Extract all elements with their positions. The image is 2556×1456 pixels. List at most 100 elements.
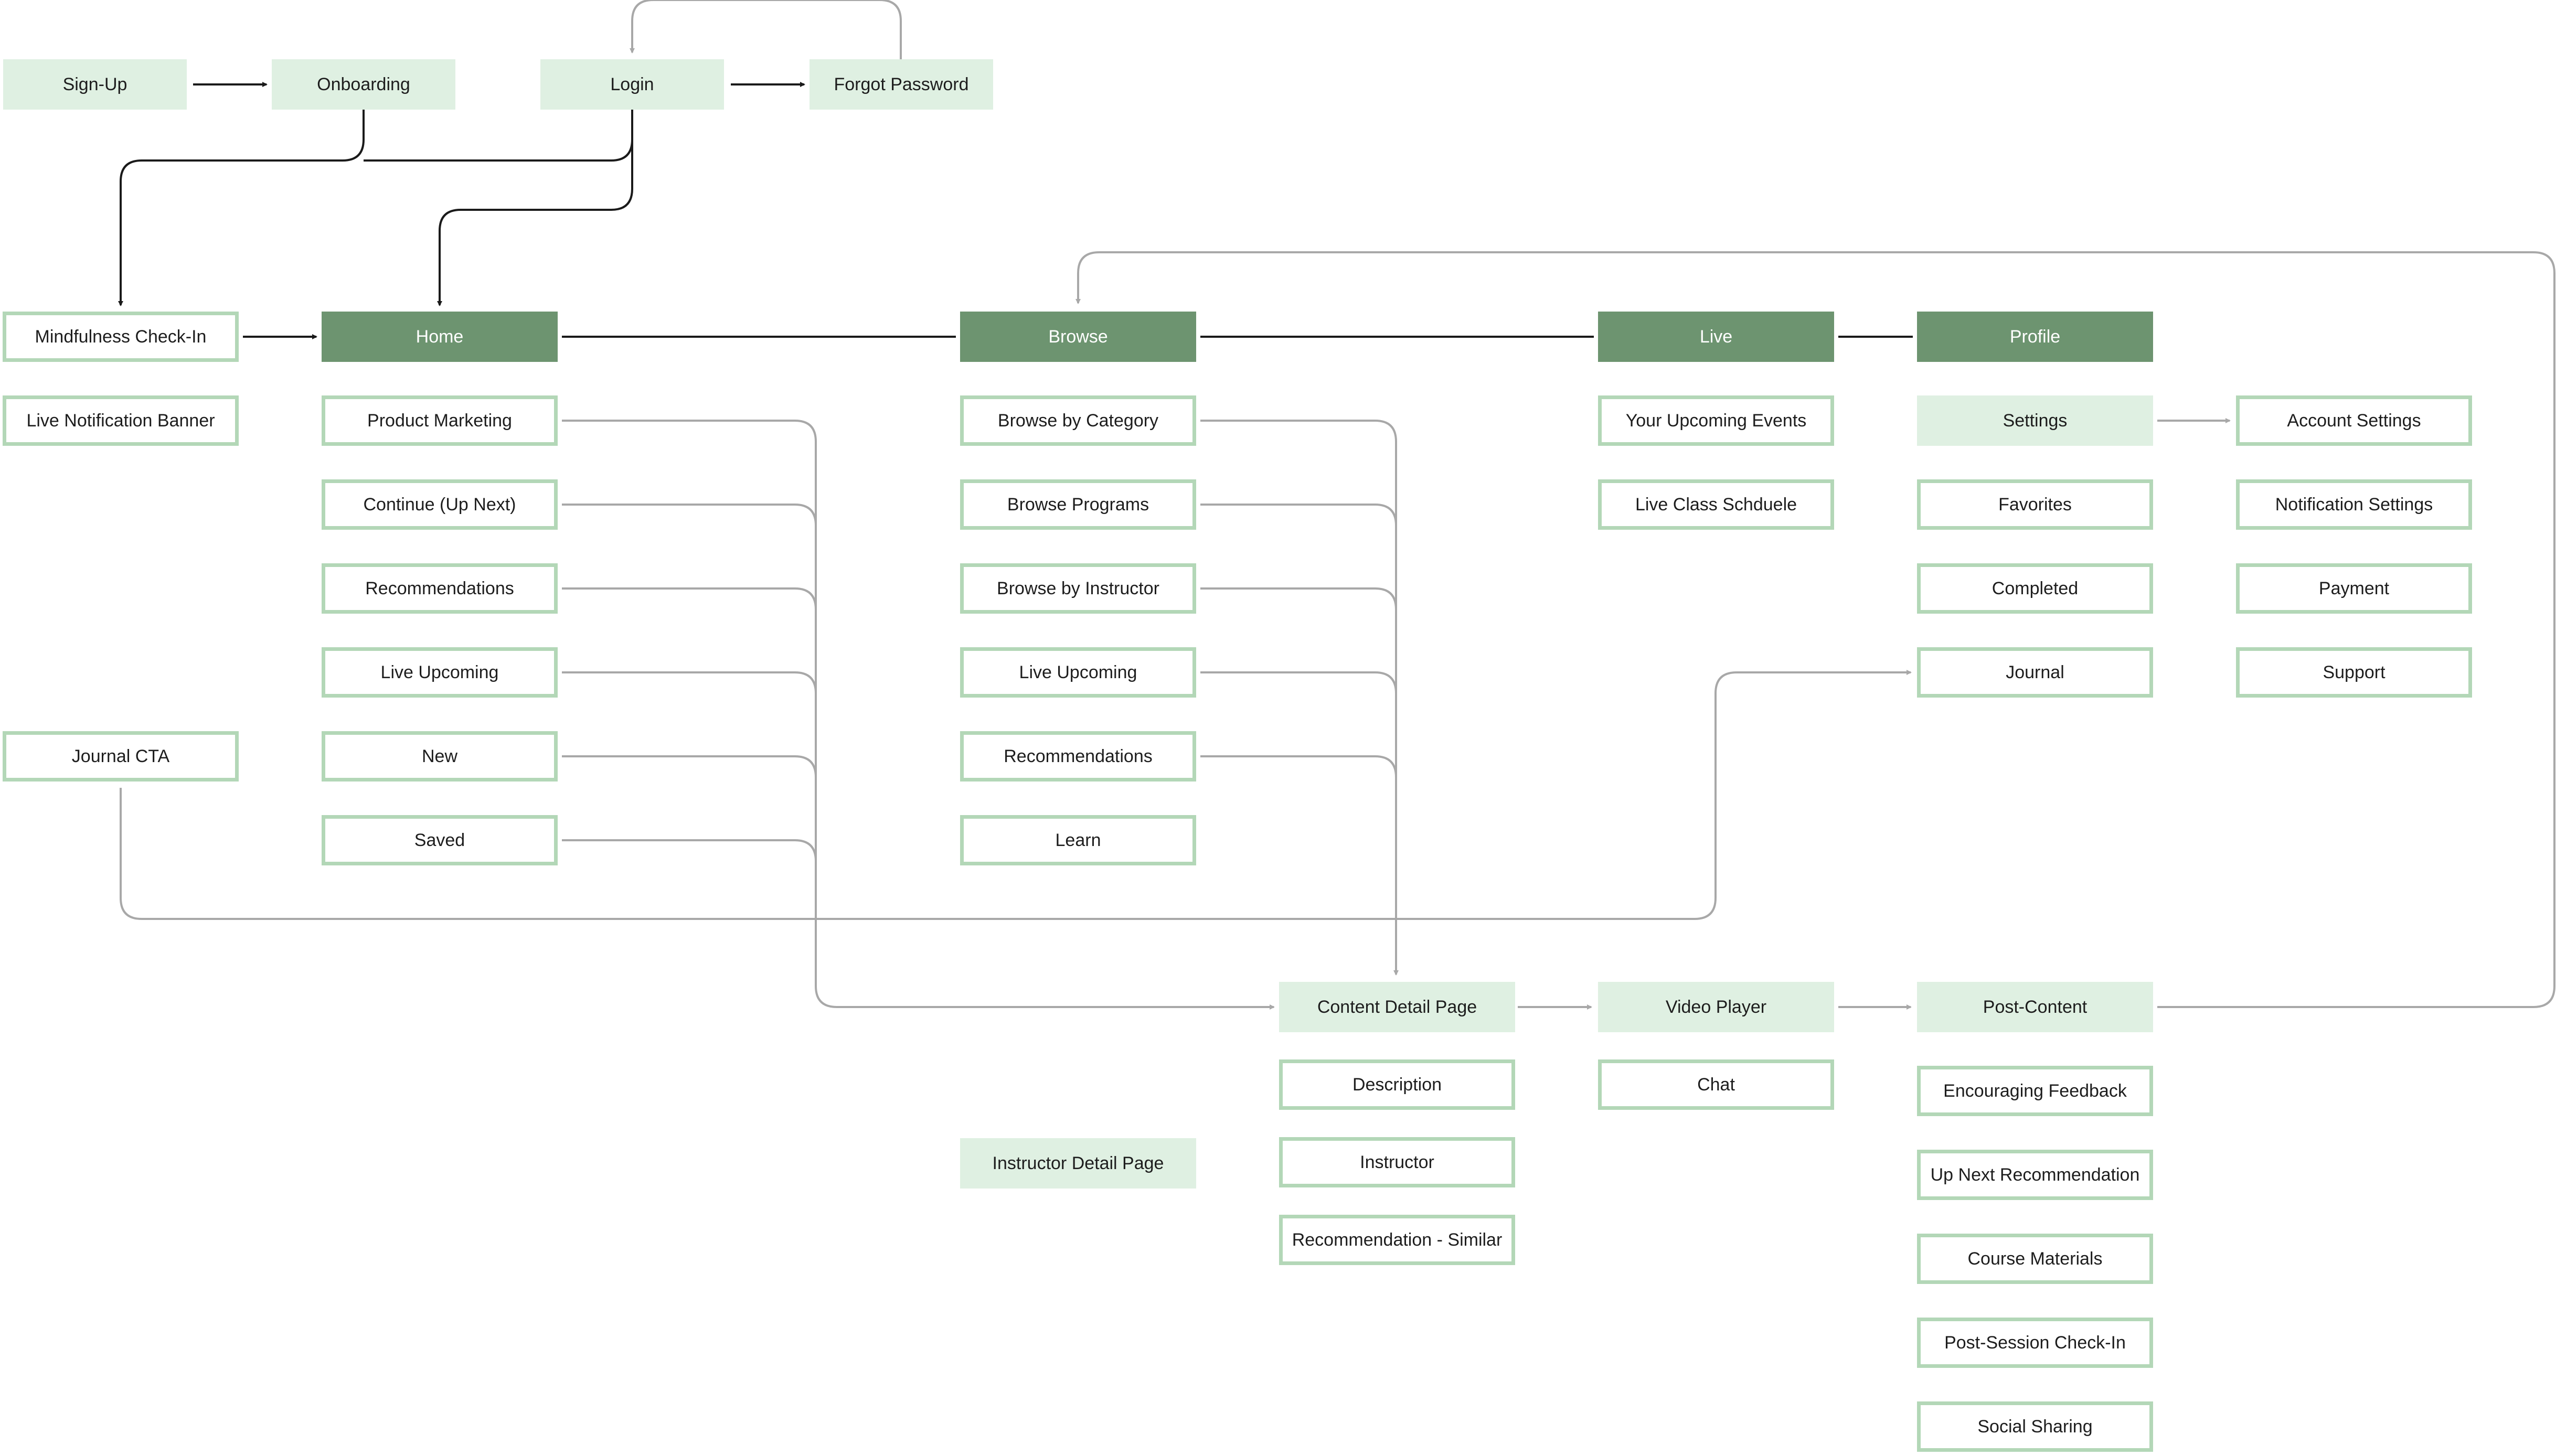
post-item-node[interactable]: Post-Session Check-In [1917,1318,2153,1368]
home-item-label: Continue (Up Next) [363,494,516,515]
login-to-checkin-connector [364,110,633,162]
profile-settings-node[interactable]: Settings [1917,395,2153,446]
profile-item-node[interactable]: Completed [1917,563,2153,614]
onboarding-label: Onboarding [317,74,410,94]
profile-item-label: Settings [2003,410,2068,431]
live-item-label: Your Upcoming Events [1625,410,1807,431]
browse-item-label: Learn [1055,830,1101,850]
detail-item-node[interactable]: Recommendation - Similar [1279,1215,1515,1265]
nav-home-node[interactable]: Home [322,312,558,362]
browse-item-node[interactable]: Browse by Instructor [960,563,1196,614]
home-item-node[interactable]: Live Upcoming [322,647,558,698]
forgot-password-label: Forgot Password [834,74,969,94]
post-item-label: Post-Session Check-In [1944,1332,2126,1353]
journal-cta-label: Journal CTA [71,746,170,766]
profile-item-label: Completed [1991,578,2079,598]
settings-item-label: Payment [2318,578,2390,598]
journal-cta-node[interactable]: Journal CTA [3,731,239,781]
detail-item-label: Recommendation - Similar [1292,1229,1503,1250]
post-content-node[interactable]: Post-Content [1917,982,2153,1032]
instructor-detail-node[interactable]: Instructor Detail Page [960,1138,1196,1189]
onboarding-node[interactable]: Onboarding [272,59,455,110]
home-items-trunk-connector [562,420,1275,1010]
video-player-node[interactable]: Video Player [1598,982,1834,1032]
login-node[interactable]: Login [540,59,724,110]
forgot-to-login-connector [630,0,902,59]
home-live-upcoming-connector [562,671,817,694]
home-continue-connector [562,504,817,526]
browse-item-label: Browse by Category [997,410,1159,431]
home-item-label: Product Marketing [367,410,512,431]
forgot-password-node[interactable]: Forgot Password [810,59,993,110]
home-recommendations-connector [562,587,817,610]
content-detail-label: Content Detail Page [1317,997,1477,1017]
nav-live-label: Live [1699,326,1733,347]
nav-browse-label: Browse [1048,326,1108,347]
home-item-label: New [421,746,458,766]
detail-item-label: Description [1352,1074,1442,1095]
browse-live-upcoming-connector [1200,671,1397,694]
browse-item-label: Recommendations [1004,746,1153,766]
home-item-node[interactable]: Continue (Up Next) [322,479,558,530]
browse-item-node[interactable]: Learn [960,815,1196,865]
post-item-label: Up Next Recommendation [1930,1164,2140,1185]
nav-profile-node[interactable]: Profile [1917,312,2153,362]
journal-cta-to-journal-connector [120,670,1912,920]
nav-browse-node[interactable]: Browse [960,312,1196,362]
live-notification-banner-node[interactable]: Live Notification Banner [3,395,239,446]
home-saved-connector [562,839,817,862]
signup-label: Sign-Up [62,74,127,94]
login-to-home-connector [437,140,633,306]
settings-item-node[interactable]: Payment [2236,563,2472,614]
post-item-node[interactable]: Social Sharing [1917,1401,2153,1452]
browse-item-node[interactable]: Recommendations [960,731,1196,781]
post-item-node[interactable]: Course Materials [1917,1234,2153,1284]
profile-item-node[interactable]: Favorites [1917,479,2153,530]
profile-item-label: Favorites [1998,494,2072,515]
mindfulness-checkin-node[interactable]: Mindfulness Check-In [3,312,239,362]
home-item-node[interactable]: New [322,731,558,781]
post-item-label: Social Sharing [1977,1416,2093,1437]
profile-item-label: Journal [2006,662,2064,682]
instructor-detail-label: Instructor Detail Page [992,1153,1164,1173]
post-item-node[interactable]: Encouraging Feedback [1917,1066,2153,1116]
home-item-node[interactable]: Product Marketing [322,395,558,446]
signup-node[interactable]: Sign-Up [3,59,187,110]
settings-item-label: Support [2323,662,2385,682]
home-item-node[interactable]: Recommendations [322,563,558,614]
live-item-node[interactable]: Your Upcoming Events [1598,395,1834,446]
mindfulness-checkin-label: Mindfulness Check-In [35,326,207,347]
post-item-node[interactable]: Up Next Recommendation [1917,1150,2153,1200]
profile-item-node[interactable]: Journal [1917,647,2153,698]
post-item-label: Encouraging Feedback [1943,1080,2127,1101]
browse-items-trunk-connector [1200,420,1399,976]
nav-live-node[interactable]: Live [1598,312,1834,362]
settings-item-node[interactable]: Account Settings [2236,395,2472,446]
browse-item-node[interactable]: Browse Programs [960,479,1196,530]
post-content-label: Post-Content [1983,997,2088,1017]
nav-home-label: Home [416,326,464,347]
video-item-node[interactable]: Chat [1598,1059,1834,1110]
live-notification-banner-label: Live Notification Banner [26,410,215,431]
detail-item-node[interactable]: Instructor [1279,1137,1515,1187]
content-detail-node[interactable]: Content Detail Page [1279,982,1515,1032]
live-item-node[interactable]: Live Class Schduele [1598,479,1834,530]
home-item-node[interactable]: Saved [322,815,558,865]
settings-item-label: Notification Settings [2275,494,2433,515]
nav-profile-label: Profile [2009,326,2061,347]
browse-item-node[interactable]: Browse by Category [960,395,1196,446]
browse-item-label: Browse Programs [1007,494,1149,515]
detail-item-node[interactable]: Description [1279,1059,1515,1110]
video-item-label: Chat [1697,1074,1735,1095]
live-item-label: Live Class Schduele [1635,494,1797,515]
browse-programs-connector [1200,504,1397,526]
home-item-label: Live Upcoming [380,662,499,682]
settings-item-node[interactable]: Notification Settings [2236,479,2472,530]
login-label: Login [610,74,654,94]
settings-item-node[interactable]: Support [2236,647,2472,698]
browse-item-node[interactable]: Live Upcoming [960,647,1196,698]
home-item-label: Recommendations [365,578,514,598]
video-player-label: Video Player [1665,997,1767,1017]
browse-item-label: Live Upcoming [1019,662,1137,682]
